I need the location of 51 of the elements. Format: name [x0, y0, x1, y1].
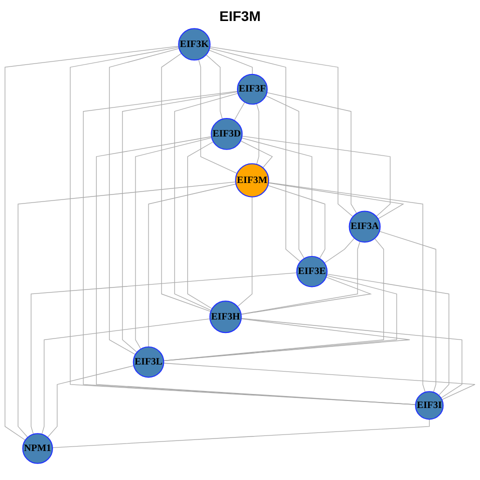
node-circle: EIF3L [132, 346, 164, 378]
connector [109, 48, 180, 355]
connector [240, 318, 462, 398]
connector [161, 53, 212, 312]
connector [240, 140, 273, 168]
connector [206, 54, 223, 120]
connector [148, 184, 236, 348]
connector [174, 93, 238, 311]
connector [163, 275, 398, 362]
connector [18, 182, 236, 438]
node-circle: EIF3M [235, 163, 270, 198]
node-circle: EIF3E [296, 256, 328, 288]
connector [163, 238, 384, 361]
connector [241, 138, 312, 257]
connector [42, 318, 210, 435]
connector [256, 103, 260, 165]
connector [82, 90, 416, 405]
connector [237, 196, 252, 307]
connector [324, 238, 355, 264]
connector [326, 274, 450, 396]
connector [163, 318, 410, 362]
connector [234, 102, 246, 121]
node-circle: EIF3I [415, 391, 444, 420]
connector [208, 50, 253, 75]
connector [268, 182, 426, 393]
connector [266, 92, 358, 214]
node-circle: EIF3H [209, 300, 242, 334]
connector [122, 91, 238, 353]
connector [163, 362, 476, 400]
connector [268, 185, 326, 259]
node-circle: EIF3A [348, 210, 381, 243]
connector [70, 46, 416, 405]
diagram-title: EIF3M [219, 8, 261, 24]
connector [47, 365, 134, 438]
connector [187, 141, 214, 310]
connector [379, 231, 436, 393]
node-circle: NPM1 [22, 433, 53, 464]
connector [135, 137, 212, 350]
connector [242, 136, 391, 217]
connector [52, 418, 430, 448]
connector [198, 59, 238, 174]
node-circle: EIF3F [236, 74, 268, 105]
connector [240, 241, 360, 314]
connector [240, 276, 372, 315]
connector [4, 46, 180, 440]
connector [268, 182, 404, 220]
connector [265, 95, 305, 259]
connector [30, 272, 298, 435]
node-circle: EIF3K [178, 28, 211, 61]
connector [96, 136, 416, 405]
node-circle: EIF3D [210, 118, 243, 150]
